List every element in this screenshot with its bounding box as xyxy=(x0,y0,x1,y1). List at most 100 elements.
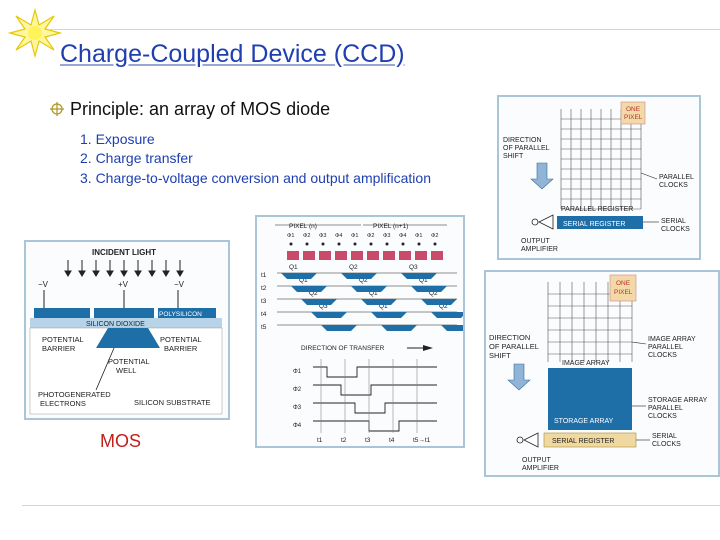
charge-label: Q1 xyxy=(289,264,298,271)
phase-label: Φ2 xyxy=(431,233,438,239)
gate-contact xyxy=(369,242,373,246)
gate-contact xyxy=(401,242,405,246)
charge-packet xyxy=(441,325,477,331)
charge-label: Q2 xyxy=(359,277,368,284)
charge-packet xyxy=(301,299,337,305)
storage-array-parallel-clocks-label: STORAGE ARRAY PARALLEL CLOCKS xyxy=(648,397,709,420)
phase-label: Φ1 xyxy=(351,233,358,239)
principle-bullet: Principle: an array of MOS diode xyxy=(70,99,331,119)
output-amplifier-label: OUTPUT AMPLIFIER xyxy=(521,238,558,253)
gate-contact xyxy=(321,242,325,246)
voltage-right: −V xyxy=(174,280,185,289)
charge-packet xyxy=(401,273,437,279)
mos-caption: MOS xyxy=(100,431,142,451)
time-label: t1 xyxy=(261,272,267,279)
gate-electrode xyxy=(383,251,395,260)
time-label: t4 xyxy=(261,311,267,318)
charge-label: Q3 xyxy=(319,303,328,310)
charge-label: Q1 xyxy=(299,277,308,284)
phase-label: Φ2 xyxy=(367,233,374,239)
clock-waveform xyxy=(313,384,437,396)
serial-clocks-label: SERIAL CLOCKS xyxy=(652,433,681,448)
gate-electrode xyxy=(399,251,411,260)
charge-packet xyxy=(371,312,407,318)
charge-label: Q2 xyxy=(429,290,438,297)
direction-of-transfer-label: DIRECTION OF TRANSFER xyxy=(301,345,385,352)
step-exposure: 1. Exposure xyxy=(80,131,155,147)
gate-electrode xyxy=(415,251,427,260)
charge-label: Q2 xyxy=(349,264,358,271)
gate-electrode xyxy=(431,251,443,260)
phase-label: Φ1 xyxy=(415,233,422,239)
charge-packet xyxy=(341,273,377,279)
pixel-n-label: PIXEL (n) xyxy=(289,223,317,230)
phase-label: Φ1 xyxy=(287,233,294,239)
gate-electrode xyxy=(287,251,299,260)
clock-phase-label: Φ3 xyxy=(293,405,302,411)
serial-register-label: SERIAL REGISTER xyxy=(563,221,625,228)
direction-parallel-shift-label: DIRECTION OF PARALLEL SHIFT xyxy=(489,333,541,360)
potential-well-label: POTENTIAL WELL xyxy=(108,357,152,375)
clock-phase-label: Φ2 xyxy=(293,387,302,393)
gate-electrode xyxy=(303,251,315,260)
gate-electrode xyxy=(367,251,379,260)
phase-label: Φ3 xyxy=(383,233,390,239)
time-tick-label: t3 xyxy=(365,437,371,444)
charge-packet xyxy=(291,286,327,292)
output-amplifier-label: OUTPUT AMPLIFIER xyxy=(522,457,559,472)
time-tick-label: t2 xyxy=(341,437,347,444)
mos-diagram: INCIDENT LIGHT −V +V −V POLYSILICON SILI… xyxy=(24,240,230,420)
incident-light-label: INCIDENT LIGHT xyxy=(92,248,156,257)
clock-waveform xyxy=(313,402,437,414)
gate-contact xyxy=(353,242,357,246)
charge-packet xyxy=(421,299,457,305)
charge-label: Q1 xyxy=(369,290,378,297)
charge-packet xyxy=(411,286,447,292)
clock-phase-label: Φ1 xyxy=(293,369,302,375)
clock-waveform xyxy=(313,420,437,432)
charge-packet xyxy=(381,325,417,331)
potential-barrier-left-label: POTENTIAL BARRIER xyxy=(42,335,86,353)
phase-label: Φ2 xyxy=(303,233,310,239)
step-charge-transfer: 2. Charge transfer xyxy=(80,150,193,166)
phase-label: Φ3 xyxy=(319,233,326,239)
charge-packet xyxy=(431,312,467,318)
image-array-label: IMAGE ARRAY xyxy=(562,360,610,367)
serial-register-label: SERIAL REGISTER xyxy=(552,438,614,445)
gate-electrode xyxy=(351,251,363,260)
time-tick-label: t1 xyxy=(317,437,323,444)
voltage-left: −V xyxy=(38,280,49,289)
time-label: t2 xyxy=(261,285,267,292)
time-tick-label: t5→t1 xyxy=(413,437,431,444)
charge-packet xyxy=(351,286,387,292)
step-conversion: 3. Charge-to-voltage conversion and outp… xyxy=(80,170,431,186)
ccd-architecture-top: ONE PIXEL DIRECTION OF PARALLEL SHIFT PA… xyxy=(497,95,701,260)
clock-waveform xyxy=(313,366,437,378)
one-pixel-label: ONE PIXEL xyxy=(624,106,643,121)
slide-title: Charge-Coupled Device (CCD) xyxy=(60,40,405,68)
serial-clocks-label: SERIAL CLOCKS xyxy=(661,218,690,233)
charge-label: Q1 xyxy=(379,303,388,310)
charge-label: Q1 xyxy=(419,277,428,284)
gate-contact xyxy=(433,242,437,246)
gate-contact xyxy=(305,242,309,246)
gate-electrode xyxy=(319,251,331,260)
clock-phase-label: Φ4 xyxy=(293,423,302,429)
charge-packet xyxy=(321,325,357,331)
sun-burst-logo xyxy=(8,8,62,58)
gate-contact xyxy=(385,242,389,246)
storage-array-label: STORAGE ARRAY xyxy=(554,418,614,425)
bullet-icon xyxy=(50,102,64,116)
time-label: t5 xyxy=(261,324,267,331)
time-tick-label: t4 xyxy=(389,437,395,444)
one-pixel-label: ONE PIXEL xyxy=(614,280,633,296)
potential-barrier-right-label: POTENTIAL BARRIER xyxy=(160,335,204,353)
time-label: t3 xyxy=(261,298,267,305)
parallel-register-label: PARALLEL REGISTER xyxy=(561,206,633,213)
phase-label: Φ4 xyxy=(399,233,406,239)
voltage-middle: +V xyxy=(118,280,129,289)
silicon-substrate-label: SILICON SUBSTRATE xyxy=(134,398,211,407)
charge-packet xyxy=(311,312,347,318)
parallel-clocks-label: PARALLEL CLOCKS xyxy=(659,174,696,189)
gate-electrode xyxy=(335,251,347,260)
